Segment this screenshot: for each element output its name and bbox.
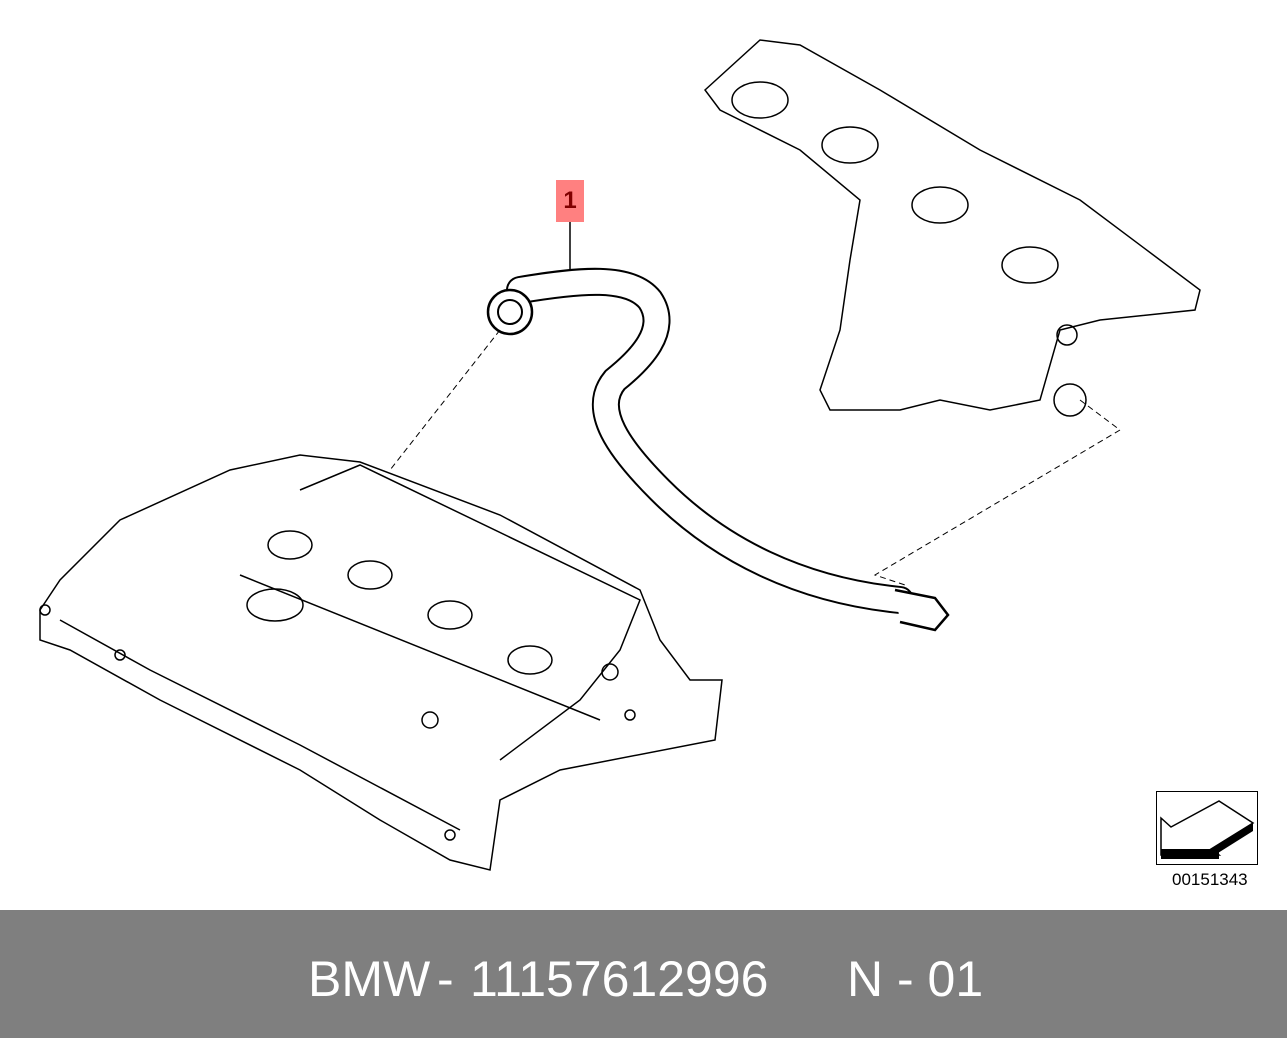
intake-manifold: [703, 39, 1201, 417]
footer-bar: BMW - 11157612996 N - 01: [0, 910, 1287, 1038]
callout-1[interactable]: 1: [556, 180, 584, 222]
arrow-orientation-icon: [1156, 791, 1258, 865]
part-number: 11157612996: [470, 951, 769, 1007]
valve-cover: [39, 454, 723, 871]
brand-label: BMW: [308, 951, 431, 1007]
separator: -: [437, 951, 454, 1007]
group-code: N - 01: [847, 951, 984, 1007]
parts-diagram: [39, 39, 1201, 871]
crankcase-vent-hose[interactable]: [486, 267, 950, 632]
diagram-number: 00151343: [1172, 870, 1248, 889]
